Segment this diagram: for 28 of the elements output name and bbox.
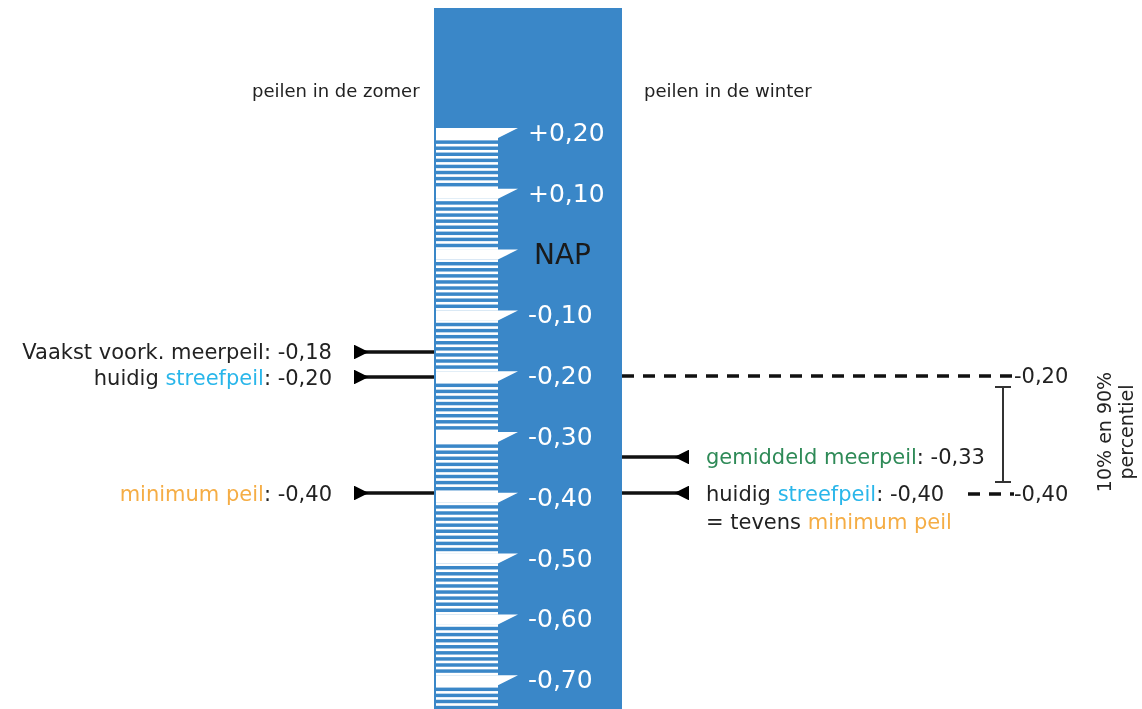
pointer-arrow <box>354 369 434 385</box>
axis-note: 10% en 90% percentiel <box>1093 370 1137 495</box>
level-label: huidig streefpeil: -0,20 <box>0 364 354 392</box>
scale-label: -0,50 <box>528 543 593 574</box>
scale-label: -0,70 <box>528 665 593 696</box>
pointer-arrow <box>622 449 689 465</box>
pointer-arrow <box>622 485 689 501</box>
datum-label: NAP <box>534 239 591 270</box>
scale-label: +0,20 <box>528 118 605 148</box>
level-value: -0,40 <box>1014 480 1074 508</box>
level-label: gemiddeld meerpeil: -0,33 <box>689 443 996 471</box>
column-heading: peilen in de winter <box>644 79 812 103</box>
level-label: huidig streefpeil: -0,40 = tevens minimum peil <box>689 480 968 536</box>
dashed-line <box>622 374 1014 378</box>
level-label: Vaakst voork. meerpeil: -0,18 <box>0 338 354 366</box>
dashed-line <box>968 492 1014 496</box>
water-gauge <box>434 8 622 709</box>
scale-label: +0,10 <box>528 178 605 209</box>
scale-label: -0,60 <box>528 604 593 635</box>
scale-label: -0,10 <box>528 300 593 331</box>
level-label: minimum peil: -0,40 <box>0 480 354 508</box>
scale-label: -0,30 <box>528 422 593 452</box>
pointer-arrow <box>354 485 434 501</box>
level-value: -0,20 <box>1014 362 1074 390</box>
pointer-arrow <box>354 344 434 360</box>
column-heading: peilen in de zomer <box>252 79 420 103</box>
scale-label: -0,40 <box>528 482 593 513</box>
scale-label: -0,20 <box>528 361 593 392</box>
